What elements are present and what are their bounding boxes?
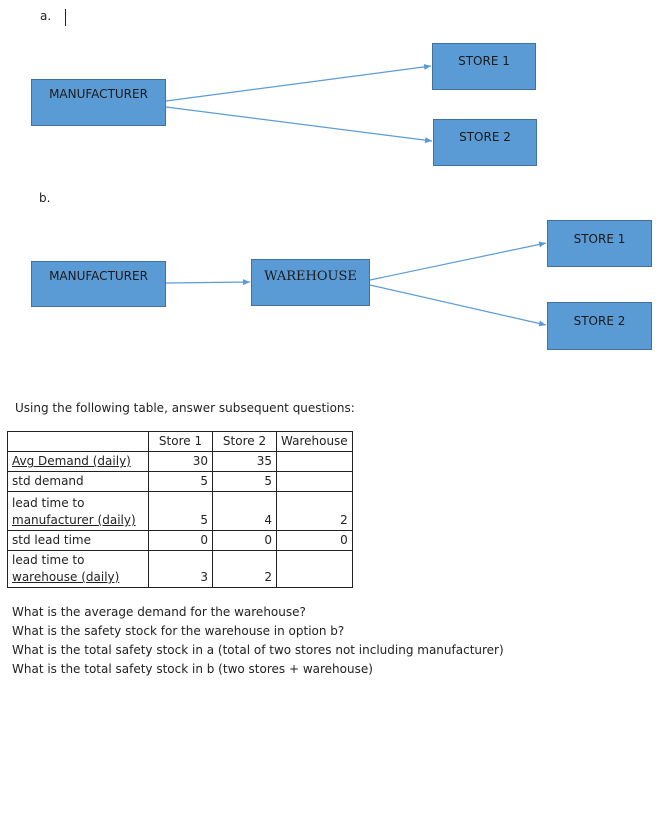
table-row-label: Avg Demand (daily) (7, 451, 149, 472)
table-row-label-line2: manufacturer (daily) (12, 513, 136, 527)
table-cell: 0 (148, 530, 213, 551)
diagram-a-manufacturer-label: MANUFACTURER (49, 87, 148, 101)
diagram-b-manufacturer-box: MANUFACTURER (31, 261, 166, 307)
table-row-label-line1: lead time to (12, 496, 85, 510)
table-row: std lead time 0 0 0 (7, 530, 353, 551)
questions-list: What is the average demand for the wareh… (12, 603, 504, 679)
diagram-a-store1-label: STORE 1 (458, 54, 510, 68)
text-cursor (65, 9, 66, 26)
table-row: lead time to warehouse (daily) 3 2 (7, 550, 353, 588)
table-header-cell: Store 2 (212, 431, 277, 452)
arrow-b-warehouse-to-store2 (369, 284, 547, 327)
table-cell: 0 (212, 530, 277, 551)
arrow-a-manufacturer-to-store2 (165, 106, 433, 144)
table-header-cell: Store 1 (148, 431, 213, 452)
table-cell: 2 (276, 491, 353, 531)
diagram-b-warehouse-box: WAREHOUSE (251, 259, 370, 306)
data-table: Store 1 Store 2 Warehouse Avg Demand (da… (7, 431, 353, 588)
question-item: What is the total safety stock in a (tot… (12, 643, 504, 657)
table-cell: 5 (212, 471, 277, 492)
diagram-b-store2-label: STORE 2 (573, 314, 626, 328)
table-row-label: std lead time (7, 530, 149, 551)
diagram-b-store2-box: STORE 2 (547, 302, 652, 350)
table-cell: 0 (276, 530, 353, 551)
question-item: What is the total safety stock in b (two… (12, 662, 373, 676)
diagram-b-warehouse-label: WAREHOUSE (264, 269, 357, 284)
diagram-b-store1-box: STORE 1 (547, 220, 652, 267)
table-cell: 5 (148, 491, 213, 531)
arrow-a-manufacturer-to-store1 (165, 63, 432, 102)
table-row-label: lead time to manufacturer (daily) (7, 491, 149, 531)
question-item: What is the safety stock for the warehou… (12, 624, 345, 638)
table-cell: 30 (148, 451, 213, 472)
table-row: lead time to manufacturer (daily) 5 4 2 (7, 491, 353, 531)
table-cell: 5 (148, 471, 213, 492)
table-cell: 3 (148, 550, 213, 588)
arrow-b-manufacturer-to-warehouse (165, 279, 251, 286)
intro-text: Using the following table, answer subseq… (15, 401, 355, 415)
table-cell: 35 (212, 451, 277, 472)
table-row-label-line2: warehouse (daily) (12, 570, 120, 584)
table-row: Avg Demand (daily) 30 35 (7, 451, 353, 472)
table-cell (276, 451, 353, 472)
table-cell: 2 (212, 550, 277, 588)
question-item: What is the average demand for the wareh… (12, 605, 306, 619)
diagram-b-manufacturer-label: MANUFACTURER (49, 269, 148, 283)
diagram-a-store2-box: STORE 2 (433, 119, 537, 166)
table-cell: 4 (212, 491, 277, 531)
table-row-label: std demand (7, 471, 149, 492)
table-header-cell (7, 431, 149, 452)
table-row: std demand 5 5 (7, 471, 353, 492)
table-header-cell: Warehouse (276, 431, 353, 452)
diagram-a-label: a. (40, 9, 52, 23)
table-row-label-line1: lead time to (12, 553, 85, 567)
diagram-b-label: b. (39, 191, 51, 205)
table-cell (276, 550, 353, 588)
diagram-a-store1-box: STORE 1 (432, 43, 536, 90)
diagram-b-store1-label: STORE 1 (573, 232, 626, 246)
diagram-a-store2-label: STORE 2 (459, 130, 511, 144)
table-cell (276, 471, 353, 492)
arrow-b-warehouse-to-store1 (369, 241, 547, 281)
diagram-a-manufacturer-box: MANUFACTURER (31, 79, 166, 126)
table-header-row: Store 1 Store 2 Warehouse (7, 431, 353, 452)
table-row-label: lead time to warehouse (daily) (7, 550, 149, 588)
